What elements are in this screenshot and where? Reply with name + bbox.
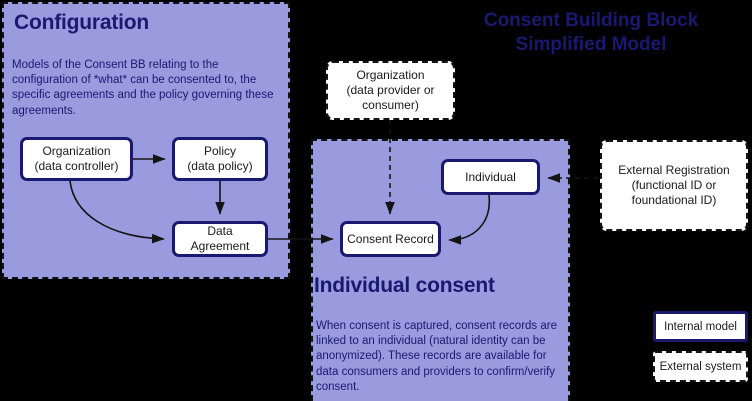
legend-item-label: External system <box>659 360 742 373</box>
node-external-registration[interactable]: External Registration(functional ID or f… <box>600 140 748 231</box>
legend-item-label: Internal model <box>664 320 737 333</box>
panel-configuration-heading: Configuration <box>14 11 150 34</box>
node-consent-record[interactable]: Consent Record <box>340 221 441 257</box>
node-label: External Registration(functional ID or f… <box>618 163 730 207</box>
panel-individual-consent-heading: Individual consent <box>314 274 495 297</box>
node-label: Organization(data controller) <box>34 144 119 173</box>
edge-individual-to-consent-record <box>448 194 491 245</box>
panel-individual-consent-description: When consent is captured, consent record… <box>316 320 557 393</box>
legend-item-external-system: External system <box>653 351 748 382</box>
legend: Internal model External system <box>653 311 748 382</box>
node-organization-data-controller[interactable]: Organization(data controller) <box>20 137 133 181</box>
node-label: Organization(data provider or consumer) <box>346 68 435 112</box>
diagram-title-line-1: Consent Building Block <box>483 10 699 31</box>
node-label: Individual <box>465 169 516 184</box>
node-label: Consent Record <box>347 231 434 246</box>
edge-org-controller-to-data-agreement <box>69 180 165 244</box>
node-label: Policy(data policy) <box>187 144 253 173</box>
panel-configuration-description: Models of the Consent BB relating to the… <box>12 59 274 117</box>
node-policy-data-policy[interactable]: Policy(data policy) <box>172 137 268 181</box>
node-individual[interactable]: Individual <box>441 159 540 195</box>
diagram-title-line-2: Simplified Model <box>515 33 667 55</box>
diagram-title: Consent Building Block Simplified Model <box>430 9 752 57</box>
node-organization-data-provider-or-consumer[interactable]: Organization(data provider or consumer) <box>326 61 455 120</box>
node-label: Data Agreement <box>190 224 250 253</box>
node-data-agreement[interactable]: Data Agreement <box>172 221 268 257</box>
legend-item-internal-model: Internal model <box>653 311 748 342</box>
